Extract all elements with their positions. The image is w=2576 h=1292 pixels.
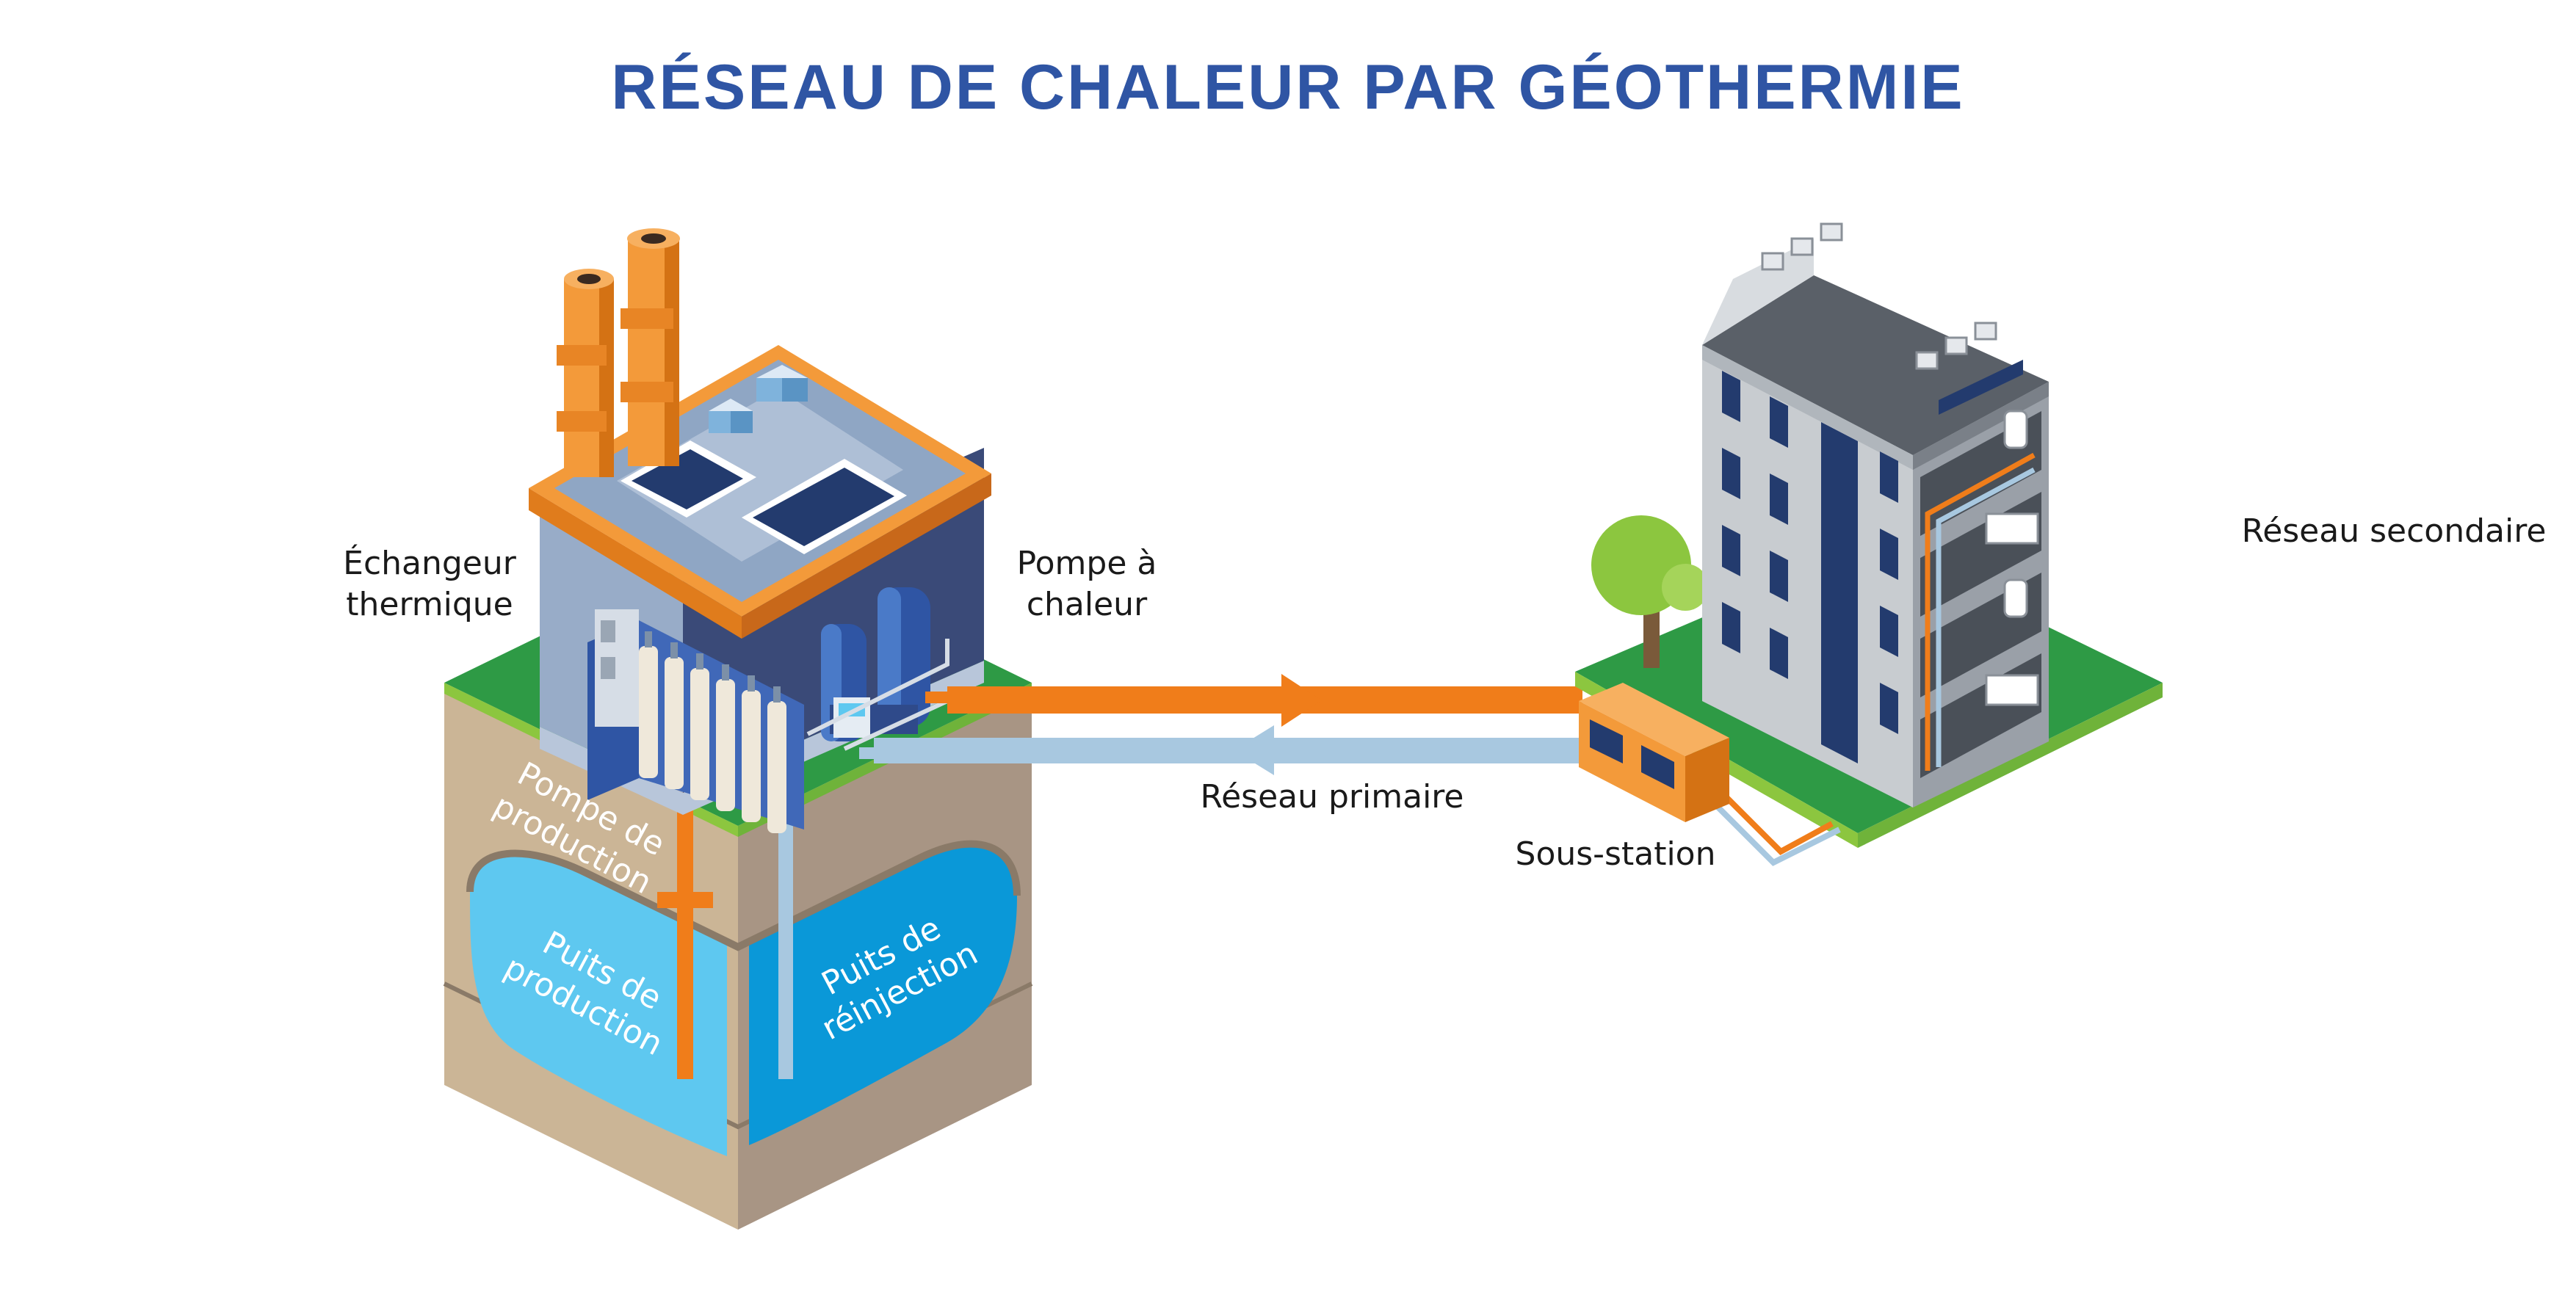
- label-echangeur-line1: Échangeur: [343, 543, 517, 582]
- label-pompe-chaleur-line1: Pompe à: [1017, 545, 1157, 582]
- label-echangeur-line2: thermique: [346, 586, 513, 623]
- aquifer-reinjection-zone: [749, 843, 1017, 1145]
- diagram-title: RÉSEAU DE CHALEUR PAR GÉOTHERMIE: [611, 52, 1964, 123]
- building-block: [1575, 222, 2163, 866]
- cold-return-pipe: [874, 738, 1582, 763]
- label-reseau-secondaire: Réseau secondaire: [2242, 512, 2547, 550]
- roof-vent-1: [709, 399, 753, 433]
- building-windows-left: [1722, 371, 1898, 763]
- heat-pump-equipment: [806, 587, 949, 751]
- hot-supply-pipe: [947, 686, 1582, 714]
- tree: [1591, 515, 1709, 668]
- radiator-2: [1985, 674, 2039, 706]
- label-sous-station: Sous-station: [1516, 835, 1716, 873]
- building-roof: [1702, 275, 2049, 455]
- radiator-1: [1985, 512, 2039, 545]
- building-left-facade: [1702, 345, 1913, 808]
- reinjection-well-pipe: [778, 756, 793, 1079]
- label-reseau-primaire: Réseau primaire: [1201, 778, 1464, 816]
- secondary-hot-riser: [1925, 452, 2036, 771]
- secondary-cold-riser: [1936, 467, 2036, 767]
- building-floors-cutaway: [1920, 410, 2041, 778]
- water-heater-middle: [2003, 578, 2028, 618]
- heat-exchanger-equipment: [587, 609, 804, 833]
- label-pompe-chaleur-line2: chaleur: [1027, 586, 1148, 623]
- hot-flow-arrow: [1281, 674, 1322, 727]
- cold-flow-arrow: [1234, 725, 1274, 775]
- rooftop-units: [1761, 222, 1997, 370]
- chimney-right: [621, 228, 680, 466]
- water-heater-top: [2003, 410, 2028, 449]
- aquifer-production-zone: [470, 853, 727, 1156]
- primary-network-pipes: [874, 674, 1582, 775]
- chimney-left: [557, 269, 614, 477]
- roof-vent-2: [756, 365, 808, 402]
- geothermal-plant-block: [443, 228, 1033, 1230]
- substation: [1579, 683, 1729, 822]
